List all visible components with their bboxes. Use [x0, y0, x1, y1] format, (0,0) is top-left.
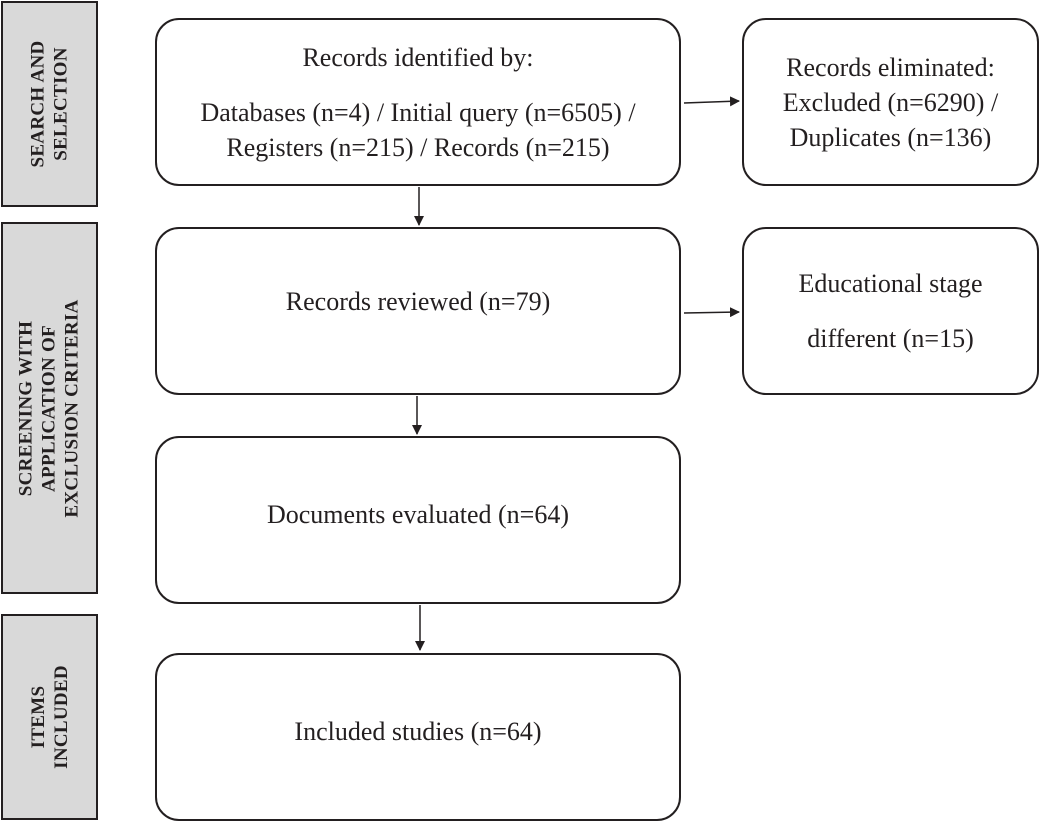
records-identified-box: Records identified by: Databases (n=4) /… — [155, 18, 681, 186]
phase-items-included-label: ITEMS INCLUDED — [27, 665, 72, 769]
educational-stage-box: Educational stage different (n=15) — [742, 227, 1039, 395]
arrow-reviewed-to-stage — [683, 307, 740, 318]
records-reviewed-text: Records reviewed (n=79) — [285, 286, 551, 316]
records-identified-line2: Registers (n=215) / Records (n=215) — [226, 132, 610, 162]
included-studies-text: Included studies (n=64) — [294, 716, 542, 746]
phase-items-included: ITEMS INCLUDED — [1, 614, 98, 820]
records-eliminated-line3: Duplicates (n=136) — [789, 122, 992, 152]
records-identified-heading: Records identified by: — [302, 42, 534, 72]
documents-evaluated-box: Documents evaluated (n=64) — [155, 436, 681, 604]
included-studies-box: Included studies (n=64) — [155, 653, 681, 821]
documents-evaluated-text: Documents evaluated (n=64) — [266, 499, 569, 529]
records-eliminated-line1: Records eliminated: — [786, 52, 995, 82]
educational-stage-line1: Educational stage — [798, 269, 983, 298]
records-eliminated-box: Records eliminated: Excluded (n=6290) / … — [742, 18, 1039, 186]
phase-search-selection-label: SEARCH AND SELECTION — [27, 40, 72, 168]
arrow-identified-to-eliminated — [683, 96, 740, 107]
phase-screening-label: SCREENING WITH APPLICATION OF EXCLUSION … — [16, 298, 84, 518]
records-reviewed-box: Records reviewed (n=79) — [155, 227, 681, 395]
records-identified-line1: Databases (n=4) / Initial query (n=6505)… — [200, 97, 636, 127]
records-eliminated-line2: Excluded (n=6290) / — [782, 87, 999, 117]
phase-search-selection: SEARCH AND SELECTION — [1, 1, 98, 207]
phase-screening: SCREENING WITH APPLICATION OF EXCLUSION … — [1, 222, 98, 594]
educational-stage-line2: different (n=15) — [807, 324, 974, 353]
